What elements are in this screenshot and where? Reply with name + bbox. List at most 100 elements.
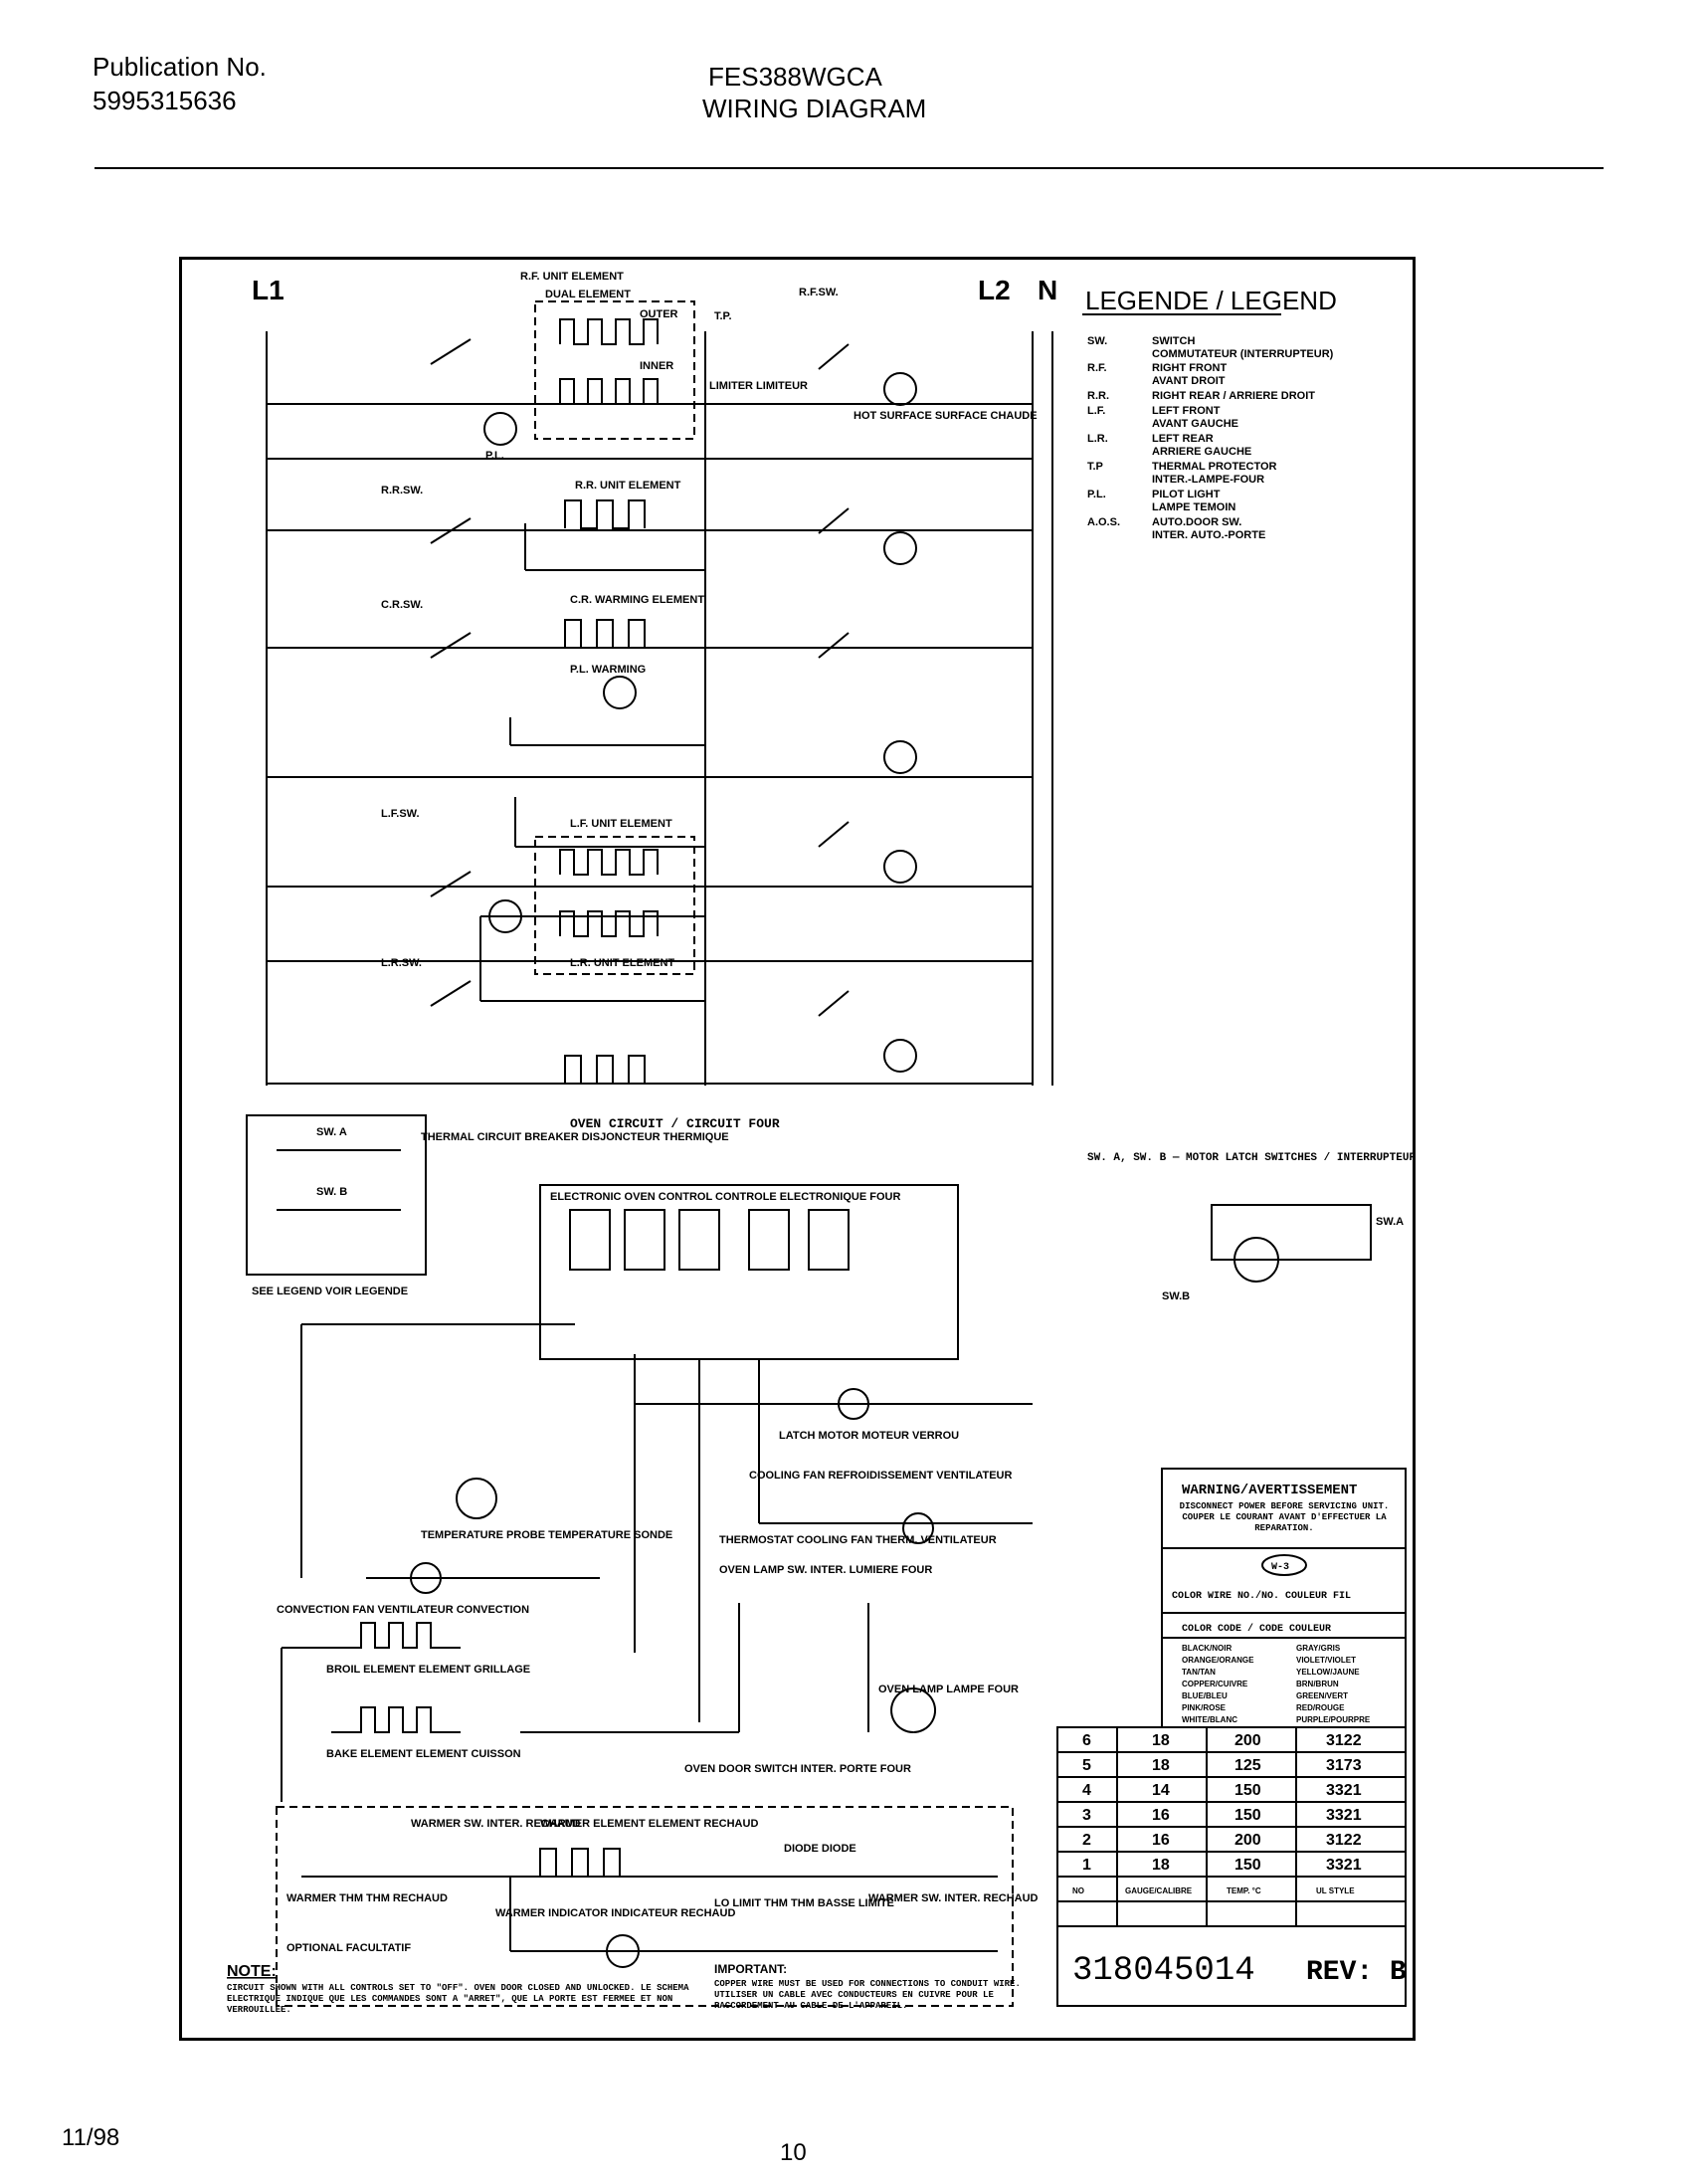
important-title: IMPORTANT: [714, 1962, 787, 1976]
legend-title: LEGENDE / LEGEND [1085, 286, 1337, 315]
lf-unit-label: L.F. UNIT ELEMENT [570, 818, 672, 830]
diagram-frame: L1 L2 N R.F. UNIT ELEMENT DUAL ELEMENT O… [179, 257, 1416, 2041]
note-title: NOTE: [227, 1963, 277, 1980]
eoc-label: ELECTRONIC OVEN CONTROL CONTROLE ELECTRO… [550, 1191, 900, 1203]
color-row: BRN/BRUN [1296, 1680, 1339, 1688]
legend-desc: INTER. AUTO.-PORTE [1152, 529, 1265, 541]
legend-desc: AUTO.DOOR SW. [1152, 516, 1241, 528]
color-row: BLUE/BLEU [1182, 1691, 1228, 1700]
oven-circuit-title: OVEN CIRCUIT / CIRCUIT FOUR [570, 1116, 780, 1131]
wire-row-no: 6 [1082, 1732, 1091, 1749]
detail-sw-b-label: SW.B [1162, 1290, 1190, 1302]
wire-row-style: 3122 [1326, 1832, 1362, 1849]
legend-desc: AVANT DROIT [1152, 375, 1226, 387]
temp-probe-label: TEMPERATURE PROBE TEMPERATURE SONDE [421, 1529, 672, 1541]
legend-abbr: A.O.S. [1087, 516, 1120, 528]
wire-header: TEMP. °C [1227, 1886, 1261, 1895]
wire-row-temp: 125 [1234, 1757, 1261, 1774]
warmer-switch-2-label: WARMER SW. INTER. RECHAUD [868, 1892, 1039, 1904]
wire-row-style: 3173 [1326, 1757, 1362, 1774]
legend-abbr: L.F. [1087, 405, 1105, 417]
wire-header: UL STYLE [1316, 1886, 1355, 1895]
wire-row-gauge: 14 [1152, 1782, 1170, 1799]
part-number: 318045014 [1072, 1952, 1255, 1990]
warmer-element-label: WARMER ELEMENT ELEMENT RECHAUD [540, 1818, 758, 1830]
color-row: ORANGE/ORANGE [1182, 1656, 1254, 1665]
color-row: VIOLET/VIOLET [1296, 1656, 1356, 1665]
color-row: PURPLE/POURPRE [1296, 1715, 1371, 1724]
model-number: FES388WGCA [708, 62, 882, 92]
color-row: GREEN/VERT [1296, 1691, 1348, 1700]
wire-row-gauge: 16 [1152, 1832, 1170, 1849]
wire-row-temp: 200 [1234, 1732, 1261, 1749]
see-legend-label: SEE LEGEND VOIR LEGENDE [252, 1286, 408, 1297]
legend-list: SW. SWITCH COMMUTATEUR (INTERRUPTEUR) R.… [1087, 335, 1334, 541]
wire-row-no: 1 [1082, 1857, 1091, 1874]
color-row: TAN/TAN [1182, 1668, 1216, 1677]
wire-row-no: 2 [1082, 1832, 1091, 1849]
color-row: PINK/ROSE [1182, 1703, 1227, 1712]
color-row: COPPER/CUIVRE [1182, 1680, 1248, 1688]
legend-desc: LAMPE TEMOIN [1152, 501, 1235, 513]
wire-header: NO [1072, 1886, 1084, 1895]
legend-desc: RIGHT FRONT [1152, 362, 1227, 374]
wiring-diagram: L1 L2 N R.F. UNIT ELEMENT DUAL ELEMENT O… [227, 271, 1413, 2015]
lo-limit-label: LO LIMIT THM THM BASSE LIMITE [714, 1897, 894, 1909]
revision: REV: B [1306, 1957, 1407, 1988]
page-number: 10 [780, 2139, 807, 2166]
detail-sw-a-label: SW.A [1376, 1216, 1404, 1228]
rf-switch-label: R.F.SW. [799, 287, 839, 298]
convection-fan-label: CONVECTION FAN VENTILATEUR CONVECTION [277, 1604, 529, 1616]
wire-row-style: 3321 [1326, 1857, 1362, 1874]
rf-unit-label: R.F. UNIT ELEMENT [520, 271, 624, 283]
color-row: BLACK/NOIR [1182, 1644, 1232, 1653]
legend-desc: LEFT REAR [1152, 433, 1214, 445]
warmer-thm-label: WARMER THM THM RECHAUD [286, 1892, 448, 1904]
legend-abbr: R.R. [1087, 390, 1109, 402]
document-title: WIRING DIAGRAM [702, 94, 927, 123]
optional-label: OPTIONAL FACULTATIF [286, 1942, 411, 1954]
wire-row-temp: 150 [1234, 1807, 1261, 1824]
important-text: COPPER WIRE MUST BE USED FOR CONNECTIONS… [714, 1979, 1021, 2011]
legend-abbr: L.R. [1087, 433, 1108, 445]
wire-row-no: 4 [1082, 1782, 1091, 1799]
publication-number: 5995315636 [93, 86, 237, 115]
legend-abbr: T.P [1087, 461, 1103, 473]
motor-latch-label: SW. A, SW. B — MOTOR LATCH SWITCHES / IN… [1087, 1152, 1413, 1164]
lr-unit-label: L.R. UNIT ELEMENT [570, 957, 674, 969]
wire-header: GAUGE/CALIBRE [1125, 1886, 1193, 1895]
l1-label: L1 [252, 275, 285, 305]
wire-row-gauge: 18 [1152, 1857, 1170, 1874]
warmer-indicator-label: WARMER INDICATOR INDICATEUR RECHAUD [495, 1907, 735, 1919]
cr-element-label: C.R. WARMING ELEMENT [570, 594, 704, 606]
color-row: RED/ROUGE [1296, 1703, 1345, 1712]
warning-text: DISCONNECT POWER BEFORE SERVICING UNIT. … [1179, 1501, 1390, 1533]
legend-desc: LEFT FRONT [1152, 405, 1221, 417]
dual-element-label: DUAL ELEMENT [545, 289, 631, 300]
color-wire-label: COLOR WIRE NO./NO. COULEUR FIL [1172, 1590, 1351, 1602]
bake-element-label: BAKE ELEMENT ELEMENT CUISSON [326, 1748, 521, 1760]
thermal-breaker-label: THERMAL CIRCUIT BREAKER DISJONCTEUR THER… [421, 1131, 729, 1143]
cooling-fan-label: COOLING FAN REFROIDISSEMENT VENTILATEUR [749, 1470, 1012, 1482]
broil-element-label: BROIL ELEMENT ELEMENT GRILLAGE [326, 1664, 530, 1676]
legend-desc: THERMAL PROTECTOR [1152, 461, 1277, 473]
color-row: YELLOW/JAUNE [1296, 1668, 1360, 1677]
wire-row-gauge: 18 [1152, 1757, 1170, 1774]
l2-label: L2 [978, 275, 1011, 305]
color-row: WHITE/BLANC [1182, 1715, 1237, 1724]
hot-surface-label: HOT SURFACE SURFACE CHAUDE [854, 410, 1038, 422]
tp-label: T.P. [714, 310, 732, 322]
wire-row-gauge: 18 [1152, 1732, 1170, 1749]
outer-label: OUTER [640, 308, 678, 320]
color-code-table: BLACK/NOIR GRAY/GRIS ORANGE/ORANGE VIOLE… [1182, 1644, 1371, 1724]
wire-row-style: 3321 [1326, 1782, 1362, 1799]
thermostat-fan-label: THERMOSTAT COOLING FAN THERM. VENTILATEU… [719, 1534, 997, 1546]
footer-date: 11/98 [62, 2124, 120, 2151]
legend-desc: PILOT LIGHT [1152, 489, 1221, 500]
warning-title: WARNING/AVERTISSEMENT [1182, 1483, 1357, 1498]
oven-door-switch-label: OVEN DOOR SWITCH INTER. PORTE FOUR [684, 1763, 911, 1775]
wire-table-header: NO GAUGE/CALIBRE TEMP. °C UL STYLE [1072, 1886, 1355, 1895]
warmer-switch-label: WARMER SW. INTER. RECHAUD [411, 1818, 581, 1830]
sw-b-label: SW. B [316, 1186, 347, 1198]
lr-switch-label: L.R.SW. [381, 957, 422, 969]
